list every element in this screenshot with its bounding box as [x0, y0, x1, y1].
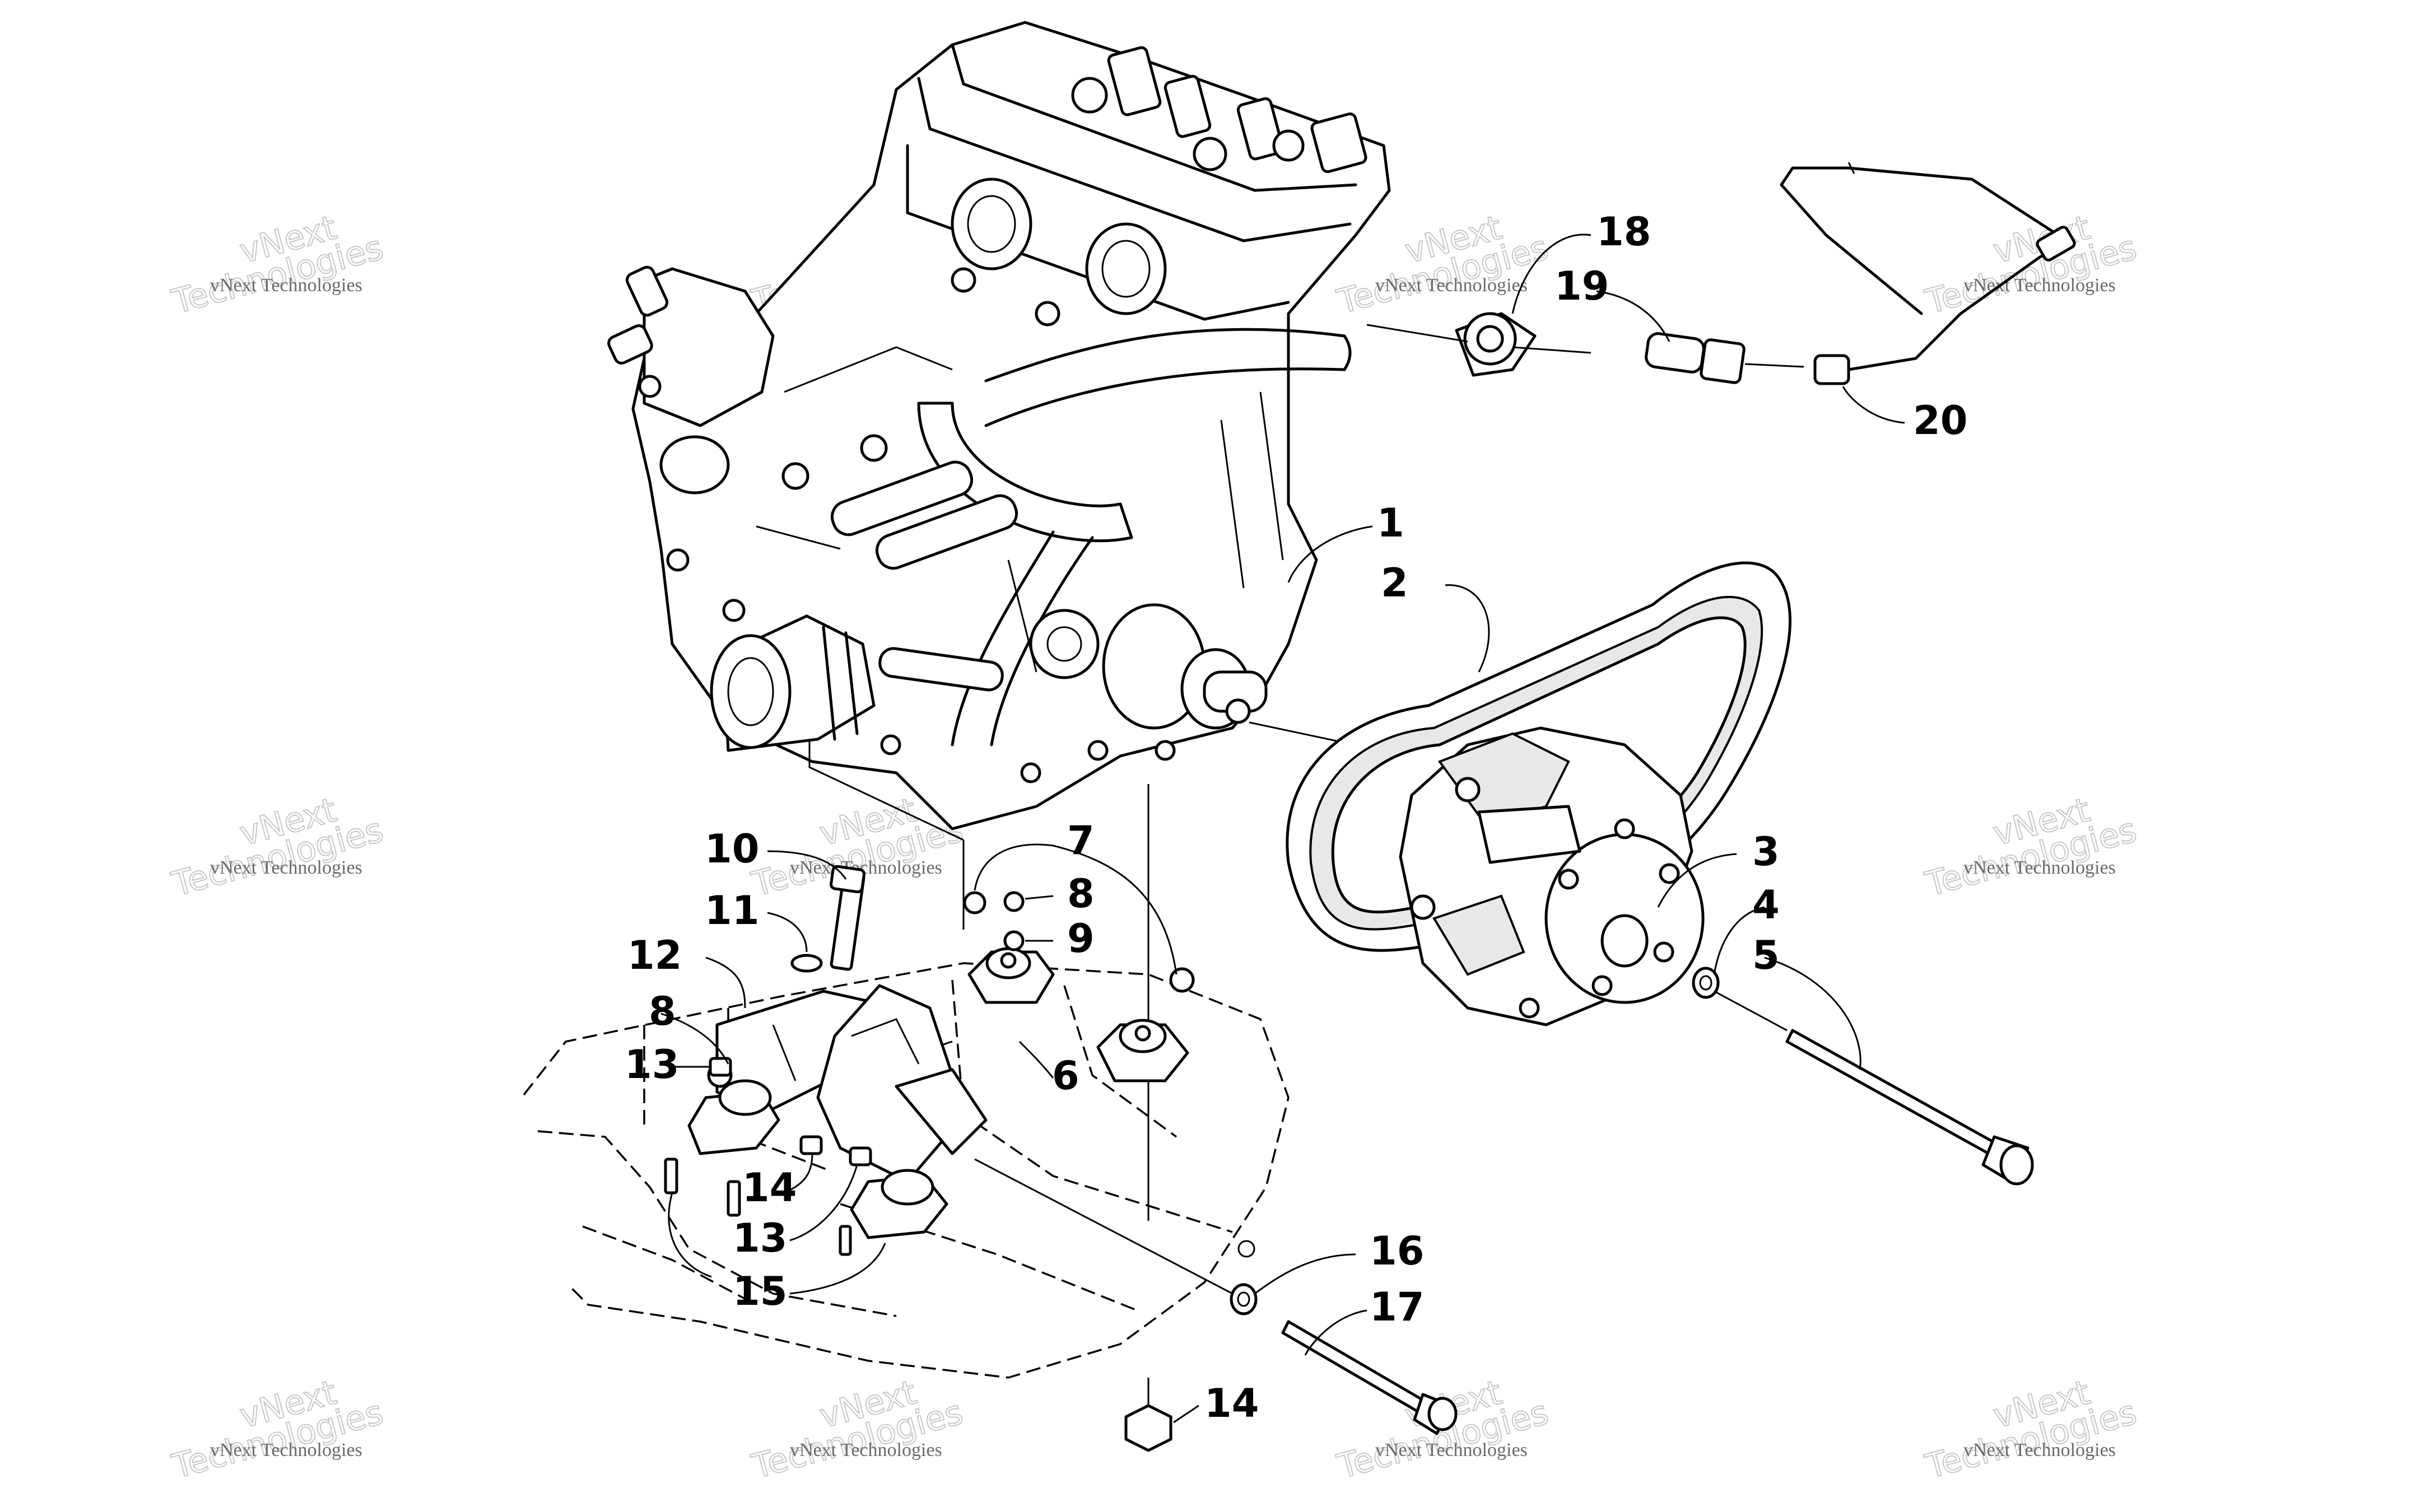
mount-bolt-b — [1169, 967, 1195, 993]
callout-15: 15 — [733, 1268, 787, 1314]
watermark-text: vNext Technologies — [1963, 275, 2116, 296]
watermark-text: vNext Technologies — [1963, 857, 2116, 878]
watermark-text: vNext Technologies — [1375, 275, 1528, 296]
callout-3: 3 — [1752, 829, 1780, 875]
engine-assembly — [607, 21, 1391, 830]
bottom-nut — [1124, 1378, 1172, 1452]
mount-nut-c — [849, 1146, 872, 1166]
mount-stud-a — [664, 1158, 678, 1194]
callout-6: 6 — [1052, 1053, 1079, 1099]
clutch-washer — [1692, 967, 1720, 999]
callout-14-lower: 14 — [1204, 1380, 1259, 1426]
watermark-text: vNext Technologies — [790, 857, 942, 878]
rubber-mount-center — [1096, 1019, 1189, 1082]
callout-19: 19 — [1555, 263, 1609, 309]
callout-9: 9 — [1067, 916, 1095, 962]
assembly-line-front — [808, 739, 964, 841]
watermark-text: vNext Technologies — [790, 1440, 942, 1460]
callout-7: 7 — [1067, 818, 1095, 864]
mount-nut-b — [799, 1135, 823, 1155]
callout-14-upper: 14 — [742, 1165, 797, 1211]
callout-16: 16 — [1370, 1228, 1424, 1274]
callout-20: 20 — [1913, 398, 1967, 444]
watermark-text: vNext Technologies — [1963, 1440, 2116, 1460]
callout-2: 2 — [1381, 560, 1408, 606]
callout-labels: 1 2 3 4 5 6 7 8 8 9 10 11 12 13 13 14 14… — [625, 209, 1967, 1426]
callout-10: 10 — [705, 826, 759, 872]
long-mount-bolt — [974, 1158, 1458, 1435]
mount-washer-b — [1003, 930, 1025, 951]
watermark-text: vNext Technologies — [210, 1440, 362, 1460]
callout-18: 18 — [1597, 209, 1651, 255]
callout-12: 12 — [627, 932, 682, 978]
engine-mount-bolt — [830, 865, 865, 971]
callout-11: 11 — [705, 888, 759, 934]
mount-bolt-washer — [1230, 1283, 1258, 1315]
mount-washer-a — [1003, 891, 1025, 912]
callout-8-upper: 8 — [1067, 871, 1095, 917]
speed-sensor-housing — [1366, 312, 1591, 377]
watermark-text: vNext Technologies — [210, 275, 362, 296]
watermark-text: vNext Technologies — [1375, 1440, 1528, 1460]
callout-13-lower: 13 — [733, 1215, 787, 1261]
mount-stud-b — [727, 1180, 741, 1217]
callout-13-upper: 13 — [625, 1042, 679, 1088]
callout-4: 4 — [1752, 882, 1780, 928]
callout-17: 17 — [1370, 1284, 1424, 1330]
clutch-bolt — [1714, 990, 2034, 1186]
rubber-mount-right — [850, 1169, 948, 1239]
drive-clutch — [1399, 726, 1705, 1026]
leader-lines — [660, 234, 1905, 1424]
callout-1: 1 — [1377, 500, 1404, 546]
sensor-sleeve — [1645, 332, 1804, 384]
rubber-mount-upper — [967, 947, 1055, 1004]
callout-5: 5 — [1752, 932, 1780, 978]
callout-8-lower: 8 — [649, 988, 676, 1034]
watermark-text: vNext Technologies — [210, 857, 362, 878]
mount-washer — [790, 954, 823, 973]
mount-bolt-a — [963, 891, 986, 914]
mount-stud-c — [839, 1225, 852, 1256]
speed-sensor — [1780, 162, 2076, 385]
